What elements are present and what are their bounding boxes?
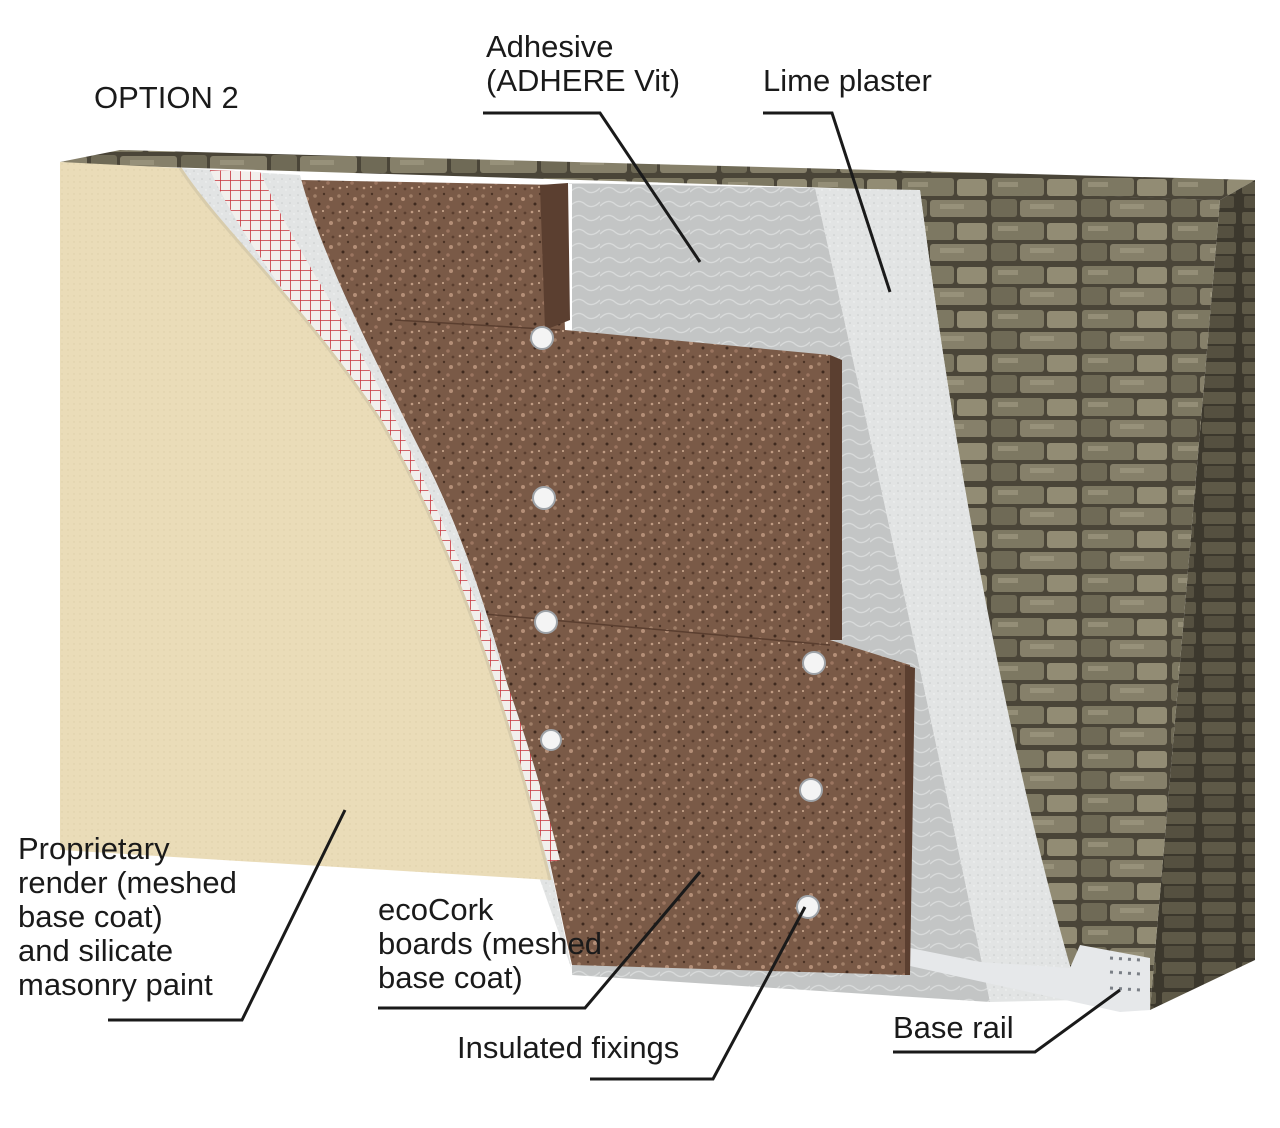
- fixing: [802, 651, 826, 675]
- leader-base-rail: [893, 988, 1121, 1054]
- label-insulated-fixings: Insulated fixings: [457, 1030, 680, 1065]
- label-lime-plaster: Lime plaster: [763, 63, 932, 98]
- fixing: [532, 486, 556, 510]
- fixing: [534, 610, 558, 634]
- label-render: Proprietary render (meshed base coat) an…: [18, 831, 237, 1002]
- render-surface: [60, 162, 550, 880]
- insulated-fixings: [530, 326, 826, 919]
- fixing: [530, 326, 554, 350]
- leader-lines: [108, 111, 1121, 1081]
- label-cork-boards: ecoCork boards (meshed base coat): [378, 892, 603, 995]
- fixing: [540, 729, 562, 751]
- leader-lime-plaster: [763, 111, 892, 293]
- leader-render: [108, 809, 347, 1022]
- stone-wall-top: [60, 150, 1255, 200]
- stone-wall-front: [920, 190, 1220, 1010]
- ecocork-board-edge: [540, 183, 915, 975]
- leader-fixings: [590, 906, 807, 1081]
- leader-adhesive: [483, 111, 702, 263]
- cork-board-joints: [394, 319, 831, 646]
- render-edge: [178, 167, 552, 881]
- ecocork-boards: [300, 180, 910, 975]
- stone-wall-side: [1150, 180, 1255, 1010]
- leader-cork: [378, 871, 702, 1010]
- lime-plaster-layer: [815, 188, 1080, 1002]
- option-title: OPTION 2: [94, 80, 239, 115]
- label-adhesive: Adhesive (ADHERE Vit): [486, 29, 681, 98]
- fixing: [799, 778, 823, 802]
- label-base-rail: Base rail: [893, 1010, 1014, 1045]
